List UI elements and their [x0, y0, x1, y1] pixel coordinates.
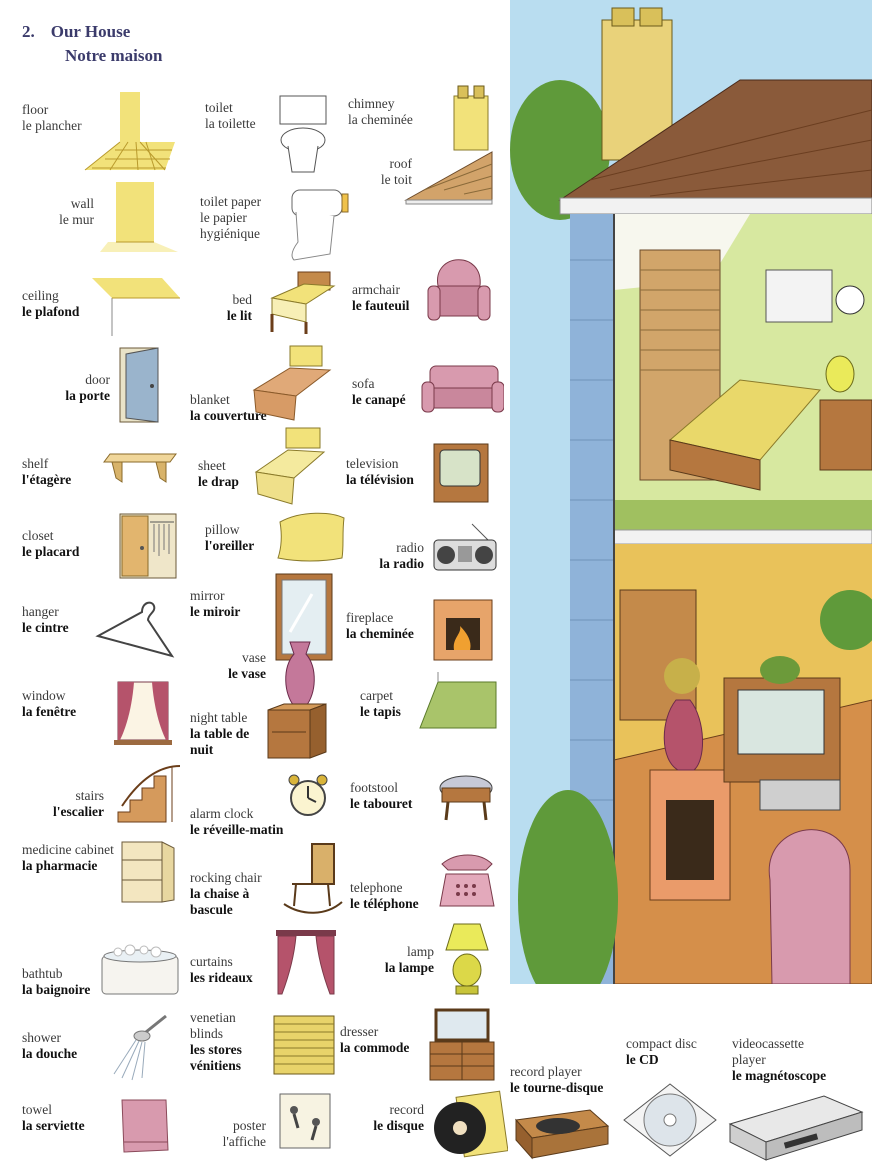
radio-icon	[433, 523, 497, 571]
vocab-floor: floor le plancher	[22, 102, 82, 133]
house-scene	[510, 0, 872, 1000]
curtains-icon	[276, 930, 336, 995]
page-title: 2. Our House Notre maison	[22, 20, 162, 68]
vocab-wall: wall le mur	[59, 196, 94, 227]
bedroom-poster	[765, 269, 833, 323]
living-room-fireplace	[649, 769, 731, 901]
closet-icon	[119, 513, 177, 579]
vocab-bed: bed le lit	[226, 292, 252, 323]
vase-icon	[285, 641, 315, 707]
vocab-vase: vase le vase	[228, 650, 266, 681]
vocab-shower: shower la douche	[22, 1030, 78, 1061]
chimney-icon	[453, 85, 489, 151]
vocab-radio: radio la radio	[379, 540, 424, 571]
vocab-footstool: footstool le tabouret	[350, 780, 413, 811]
vocab-record-player: record player le tourne-disque	[510, 1064, 604, 1095]
vocab-toilet-paper: toilet paper le papier hygiénique	[200, 194, 262, 241]
title-french: Notre maison	[65, 46, 163, 65]
toilet-paper-icon	[291, 189, 349, 261]
vocab-blanket: blanket la couverture	[190, 392, 267, 423]
vocab-sheet: sheet le drap	[198, 458, 239, 489]
carpet-icon	[419, 672, 497, 729]
page-number: 2.	[22, 22, 35, 41]
vocab-shelf: shelf l'étagère	[22, 456, 72, 487]
vocab-sofa: sofa le canapé	[352, 376, 406, 407]
venetian-blinds-icon	[273, 1015, 335, 1075]
blanket-icon	[252, 345, 332, 421]
sofa-icon	[421, 365, 504, 413]
vocab-poster: poster l'affiche	[222, 1118, 266, 1149]
sheet-icon	[254, 427, 326, 505]
towel-icon	[121, 1099, 169, 1153]
vocab-window: window la fenêtre	[22, 688, 77, 719]
television-icon	[433, 443, 489, 503]
ceiling-icon	[92, 278, 180, 336]
rocking-chair-icon	[283, 843, 343, 914]
vocab-lamp: lamp la lampe	[384, 944, 434, 975]
vocab-television: television la télévision	[346, 456, 414, 487]
vocab-videocassette-player: videocassette player le magnétoscope	[732, 1036, 827, 1083]
vocab-mirror: mirror le miroir	[190, 588, 241, 619]
vocab-toilet: toilet la toilette	[205, 100, 256, 131]
vocab-bathtub: bathtub la baignoire	[22, 966, 91, 997]
night-table-icon	[267, 703, 327, 759]
wall-icon	[100, 182, 178, 252]
living-room-armchair	[768, 829, 851, 985]
vocab-hanger: hanger le cintre	[22, 604, 69, 635]
toilet-icon	[279, 95, 327, 173]
hanger-icon	[95, 601, 175, 658]
telephone-icon	[439, 854, 495, 907]
vocab-alarm-clock: alarm clock le réveille-matin	[190, 806, 284, 837]
vocab-rocking-chair: rocking chair la chaise à bascule	[190, 870, 262, 917]
vocab-dresser: dresser la commode	[340, 1024, 410, 1055]
pillow-icon	[277, 512, 345, 562]
bush	[518, 790, 618, 1000]
vocab-roof: roof le toit	[380, 156, 412, 187]
vocab-armchair: armchair le fauteuil	[352, 282, 410, 313]
vocab-stairs: stairs l'escalier	[53, 788, 104, 819]
vocab-closet: closet le placard	[22, 528, 80, 559]
vocab-door: door la porte	[65, 372, 110, 403]
vocab-pillow: pillow l'oreiller	[205, 522, 255, 553]
vocab-fireplace: fireplace la cheminée	[346, 610, 414, 641]
compact-disc-icon	[623, 1083, 717, 1157]
shelf-icon	[103, 453, 177, 483]
vocab-carpet: carpet le tapis	[360, 688, 401, 719]
vocab-compact-disc: compact disc le CD	[626, 1036, 697, 1067]
floor-icon	[84, 92, 175, 171]
window-icon	[114, 681, 172, 745]
shower-icon	[113, 1014, 167, 1081]
dresser-icon	[429, 1008, 495, 1081]
alarm-clock-icon	[288, 774, 328, 816]
record-player-icon	[515, 1109, 610, 1160]
poster-icon	[279, 1093, 331, 1149]
vocab-chimney: chimney la cheminée	[348, 96, 413, 127]
vocab-record: record le disque	[373, 1102, 424, 1133]
armchair-icon	[427, 259, 491, 321]
vocab-venetian-blinds: venetian blinds les stores vénitiens	[190, 1010, 242, 1073]
medicine-cabinet-icon	[121, 841, 175, 903]
vocab-night-table: night table la table de nuit	[190, 710, 250, 757]
fireplace-icon	[433, 599, 493, 661]
living-room-vase	[663, 699, 703, 771]
vocab-telephone: telephone le téléphone	[350, 880, 419, 911]
vocab-ceiling: ceiling le plafond	[22, 288, 80, 319]
door-icon	[119, 347, 159, 423]
vocab-curtains: curtains les rideaux	[190, 954, 253, 985]
roof-icon	[404, 151, 493, 205]
vocab-towel: towel la serviette	[22, 1102, 85, 1133]
footstool-icon	[439, 775, 493, 821]
title-english: Our House	[50, 22, 131, 41]
bathtub-icon	[101, 944, 179, 995]
vocab-medicine-cabinet: medicine cabinet la pharmacie	[22, 842, 114, 873]
living-room-tv	[723, 677, 841, 783]
bed-icon	[270, 271, 336, 334]
record-icon	[434, 1090, 508, 1158]
house-cutaway-illustration	[510, 0, 872, 1000]
stairs-icon	[117, 765, 181, 823]
lamp-icon	[445, 923, 489, 995]
videocassette-player-icon	[728, 1095, 864, 1161]
